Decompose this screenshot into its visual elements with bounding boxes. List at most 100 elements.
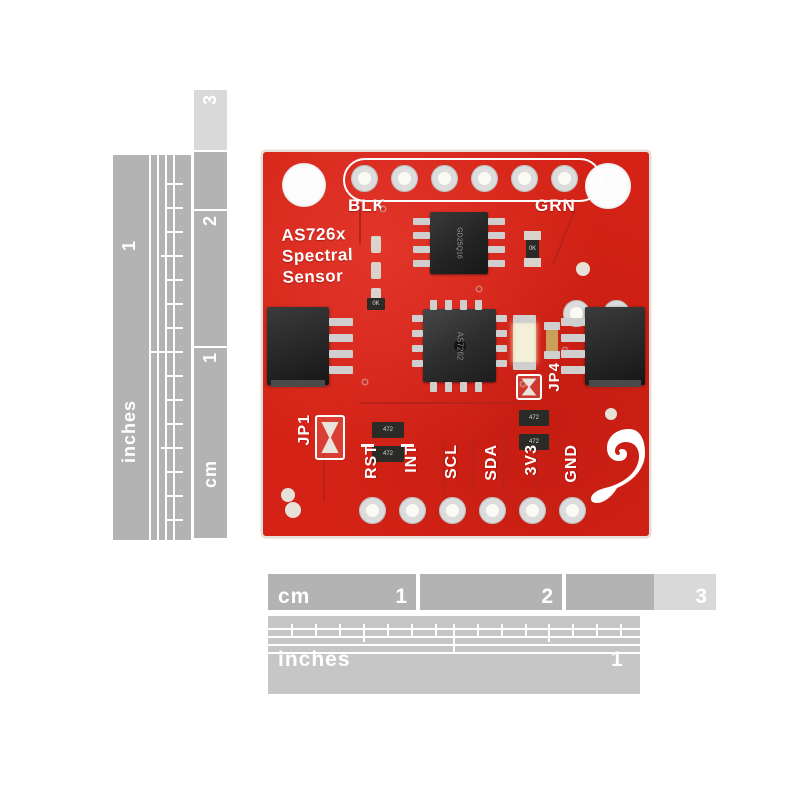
sensor-pad — [475, 300, 482, 310]
board-title-line-2: Spectral — [281, 245, 354, 266]
pcb-trace — [443, 442, 445, 492]
flash-ic-pin — [413, 246, 430, 253]
smd-capacitor — [524, 258, 541, 267]
spectral-sensor-aperture — [453, 339, 466, 352]
horizontal-ruler-cm-mark-1: 1 — [395, 585, 408, 608]
sensor-pad — [496, 315, 507, 322]
jumper-jp4-bridge — [521, 378, 537, 396]
qwiic-connector-right[interactable] — [585, 307, 645, 385]
vertical-ruler-tick — [161, 255, 183, 257]
bottom-header-pad[interactable] — [399, 497, 426, 524]
vertical-ruler-tick — [167, 471, 183, 473]
pcb-via — [477, 287, 481, 291]
bottom-pin-label-rst: RST — [363, 444, 380, 479]
top-header-silkscreen-outline — [343, 158, 602, 202]
horizontal-ruler-tick — [572, 624, 574, 636]
vertical-ruler-tick — [167, 231, 183, 233]
pcb-trace — [359, 204, 361, 244]
vertical-ruler-tick — [151, 351, 183, 353]
spectral-sensor-marking: AS7262 — [455, 331, 464, 360]
smd-resistor-code: 0K — [528, 246, 537, 252]
top-header-pad[interactable] — [391, 165, 418, 192]
board-title-line-1: AS726x — [281, 224, 347, 245]
horizontal-ruler-tick — [548, 624, 550, 642]
bottom-pin-overline-int — [401, 444, 414, 447]
board-title-line-3: Sensor — [282, 266, 344, 287]
pcb-board: BLK GRN AS726x Spectral Sensor GD25Q16 0… — [263, 152, 649, 536]
bottom-header-pad[interactable] — [359, 497, 386, 524]
qwiic-connector-left[interactable] — [267, 307, 329, 385]
vertical-ruler-cm-segment-3: 3 — [194, 90, 227, 150]
flash-ic-pin — [488, 260, 505, 267]
horizontal-ruler-cm-word: cm — [278, 585, 311, 608]
qwiic-left-pin — [329, 350, 353, 358]
indicator-led — [546, 330, 558, 352]
flash-ic-pin — [413, 232, 430, 239]
bottom-header-pad[interactable] — [519, 497, 546, 524]
top-header-pad[interactable] — [511, 165, 538, 192]
horizontal-ruler-tick — [339, 624, 341, 636]
horizontal-ruler-tick — [477, 624, 479, 636]
vertical-ruler-tick — [167, 139, 183, 141]
pcb-via — [381, 207, 385, 211]
sensor-pad — [412, 345, 423, 352]
board-title: AS726x Spectral Sensor — [281, 223, 354, 288]
vertical-ruler-inches-band — [113, 155, 191, 540]
top-header-pad[interactable] — [431, 165, 458, 192]
white-led-pad — [513, 362, 536, 370]
vertical-ruler-cm-segment-1: 1 cm — [194, 348, 227, 538]
qwiic-left-pin — [329, 318, 353, 326]
jumper-jp1-bridge — [321, 421, 339, 454]
smd-capacitor — [371, 288, 381, 305]
horizontal-ruler-tick — [411, 624, 413, 636]
bottom-header-pad[interactable] — [439, 497, 466, 524]
horizontal-ruler-line — [268, 652, 716, 654]
top-header-pad[interactable] — [551, 165, 578, 192]
sensor-pad — [460, 300, 467, 310]
smd-resistor-code: 0K — [372, 301, 380, 307]
qwiic-right-pin — [561, 366, 585, 374]
vertical-ruler-cm-mark-3: 3 — [200, 94, 220, 106]
flash-ic: GD25Q16 — [430, 212, 488, 274]
top-header-pad[interactable] — [351, 165, 378, 192]
bottom-header-pad[interactable] — [559, 497, 586, 524]
pcb-trace — [473, 437, 475, 492]
smd-resistor: 472 — [519, 434, 549, 450]
indicator-led-pad — [544, 351, 560, 359]
spectral-sensor-ic: AS7262 — [423, 309, 496, 382]
top-header-pad[interactable] — [471, 165, 498, 192]
smd-resistor-code: 472 — [528, 415, 539, 421]
sensor-pad — [412, 330, 423, 337]
horizontal-ruler-line — [268, 644, 716, 646]
qwiic-connector-left-lip — [271, 380, 325, 387]
smd-resistor-code: 472 — [382, 427, 393, 433]
pcb-trace — [551, 208, 577, 266]
pcb-trace — [503, 432, 505, 492]
horizontal-ruler-cm-segment-3: 3 — [654, 574, 716, 610]
bottom-header-pad[interactable] — [479, 497, 506, 524]
vertical-ruler-tick — [161, 447, 183, 449]
horizontal-ruler-cm-mark-3: 3 — [695, 585, 708, 608]
horizontal-ruler-tick — [363, 624, 365, 642]
vertical-ruler-cm-mark-2: 2 — [200, 215, 220, 227]
horizontal-ruler-tick — [453, 624, 455, 652]
horizontal-ruler-cm-segment-3a — [566, 574, 654, 610]
smd-resistor: 472 — [372, 422, 404, 438]
jumper-jp1-pad[interactable] — [315, 415, 345, 460]
flash-ic-pin — [413, 218, 430, 225]
jumper-jp4-pad[interactable] — [516, 374, 542, 400]
horizontal-ruler-tick — [525, 624, 527, 636]
vertical-ruler-tick — [167, 519, 183, 521]
horizontal-ruler-tick — [620, 624, 622, 636]
qwiic-right-pin — [561, 350, 585, 358]
sensor-pad — [445, 382, 452, 392]
pcb-via — [521, 382, 525, 386]
pcb-via — [363, 380, 367, 384]
horizontal-ruler-line — [268, 628, 716, 630]
vertical-ruler-line — [165, 90, 167, 543]
flash-ic-pin — [488, 232, 505, 239]
horizontal-ruler-tick — [291, 624, 293, 636]
horizontal-ruler-tick — [660, 624, 662, 636]
sensor-pad — [412, 360, 423, 367]
qwiic-left-pin — [329, 366, 353, 374]
